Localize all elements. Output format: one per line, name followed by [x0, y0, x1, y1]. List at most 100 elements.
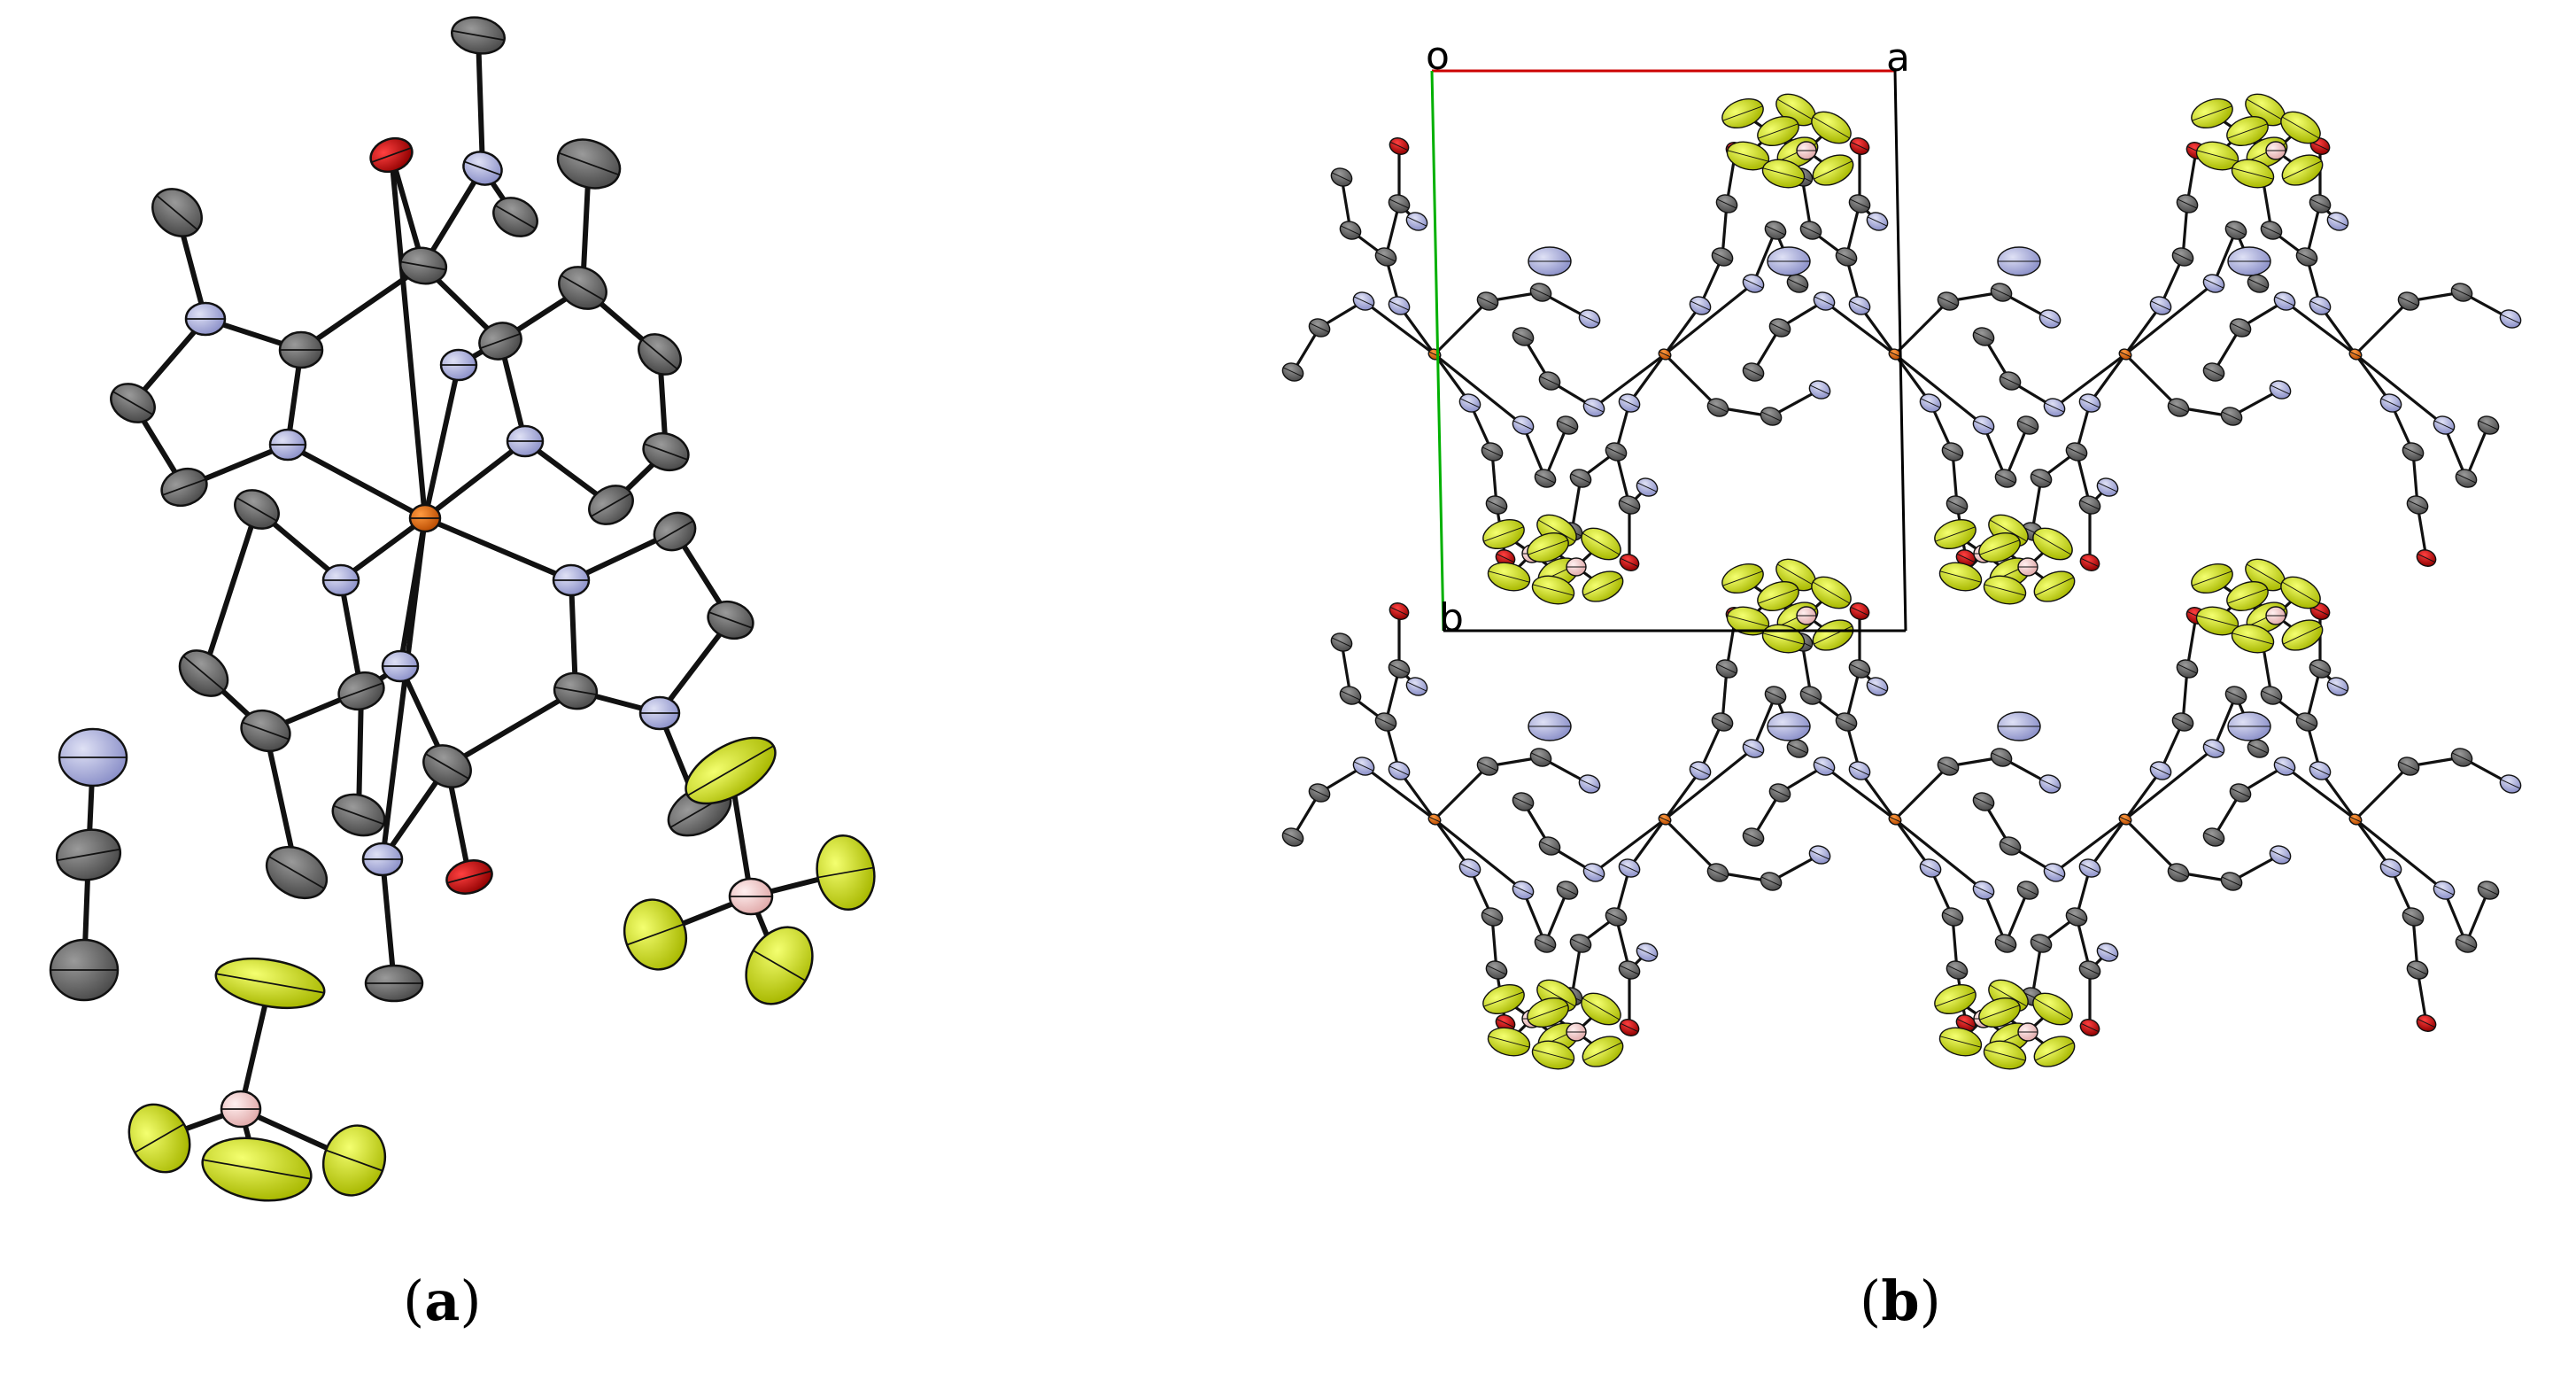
atom-axis-line [1636, 947, 1658, 958]
atom-axis-line [1889, 351, 1901, 358]
atom-axis-line [1389, 663, 1410, 674]
bond [422, 516, 574, 583]
atom-axis-line [1762, 167, 1805, 180]
atom-axis-line [1535, 938, 1556, 949]
atom-axis-line [1620, 557, 1639, 568]
atom-axis-line [1956, 553, 1976, 563]
atom-axis-line [2192, 105, 2232, 121]
atom-axis-line [1989, 519, 2028, 542]
atom-axis-line [1946, 500, 1968, 510]
bond [1543, 888, 1569, 945]
caption-a: (a) [403, 1269, 482, 1333]
atom-axis-line [1867, 216, 1888, 227]
bond [2004, 423, 2030, 480]
atom-axis-line [1758, 588, 1799, 604]
atom-axis-line [1722, 570, 1763, 586]
atom-axis-line [156, 195, 198, 230]
atom-axis-line [1867, 681, 1888, 692]
atom-axis-line [2478, 885, 2499, 896]
atom-axis-line [1583, 1042, 1622, 1061]
atom-axis-line [1512, 331, 1534, 342]
atom-axis-line [2097, 482, 2118, 493]
atom-axis-line [1557, 885, 1578, 896]
atom-axis-line [1743, 278, 1764, 289]
atom-axis-line [2177, 663, 2198, 674]
bond [2283, 764, 2357, 821]
atom-axis-line [1512, 885, 1534, 896]
atom-axis-line [2079, 500, 2100, 510]
bond [2212, 694, 2238, 750]
atom-axis-line [268, 856, 325, 889]
atom-axis-line [2380, 398, 2402, 408]
atom-axis-line [1942, 446, 1963, 457]
bond [657, 617, 733, 716]
atom-axis-line [1809, 384, 1830, 395]
atom-axis-line [2417, 553, 2436, 563]
atom-axis-line [2230, 788, 2251, 798]
bond [1663, 769, 1702, 821]
atom-axis-line [1758, 123, 1799, 139]
atom-axis-line [1712, 717, 1733, 727]
atom-axis-line [2035, 1042, 2074, 1061]
bond [1592, 353, 1667, 409]
atom-axis-line [1582, 997, 1621, 1020]
atom-axis-line [2456, 473, 2477, 484]
atom-axis-line [1340, 225, 1361, 236]
atom-axis-line [1935, 526, 1976, 542]
atom-axis-line [1620, 1022, 1639, 1033]
atom-axis-line [1532, 584, 1574, 596]
atom-axis-line [1477, 761, 1498, 772]
atom-axis-line [1920, 398, 1941, 408]
bond [2004, 888, 2030, 945]
bond [1628, 818, 1667, 870]
atom-axis-line [112, 391, 153, 415]
bond [1752, 694, 1777, 750]
bond [1822, 764, 1897, 821]
atom-axis-line [2066, 446, 2087, 457]
atom-axis-line [1849, 300, 1870, 311]
atom-axis-line [554, 686, 597, 696]
atom-axis-line [1481, 912, 1503, 922]
atom-axis-line [2296, 252, 2317, 262]
bond [389, 152, 428, 521]
atom-axis-line [1486, 965, 1507, 975]
atom-axis-line [2270, 850, 2291, 860]
atom-axis-line [1375, 717, 1396, 727]
atom-axis-line [1760, 876, 1782, 887]
atom-axis-line [480, 332, 521, 350]
unit-cell-b-label: b [1439, 595, 1464, 640]
atom-axis-line [1488, 1036, 1530, 1048]
atom-axis-line [2261, 690, 2282, 701]
atom-axis-line [1535, 473, 1556, 484]
atom-axis-line [2196, 615, 2239, 627]
atom-axis-line [1530, 752, 1551, 763]
atom-axis-line [2203, 278, 2224, 289]
atom-axis-line [2031, 473, 2052, 484]
atom-axis-line [1340, 690, 1361, 701]
atom-axis-line [1991, 752, 2012, 763]
atom-axis-line [1537, 519, 1576, 542]
bond [298, 263, 426, 353]
atom-axis-line [2232, 167, 2274, 180]
atom-axis-line [2044, 402, 2065, 413]
atom-axis-line [333, 804, 384, 826]
atom-axis-line [1389, 198, 1410, 209]
atom-axis-line [2097, 947, 2118, 958]
atom-axis-line [1942, 912, 1963, 922]
atom-axis-line [655, 520, 694, 543]
atom-axis-line [1512, 796, 1534, 807]
atom-axis-line [2066, 912, 2087, 922]
atom-axis-line [1707, 402, 1729, 413]
atom-axis-line [1309, 788, 1330, 798]
atom-axis-line [2168, 402, 2189, 413]
atom-axis-line [1727, 615, 1769, 627]
atom-axis-line [1282, 367, 1303, 377]
atom-axis-line [1579, 314, 1600, 324]
atom-axis-line [1776, 98, 1815, 121]
atom-axis-line [2227, 123, 2268, 139]
atom-axis-line [1579, 779, 1600, 789]
atom-axis-line [1570, 473, 1591, 484]
atom-axis-line [2247, 278, 2269, 289]
atom-axis-line [1583, 577, 1622, 596]
atom-axis-line [1939, 1036, 1982, 1048]
